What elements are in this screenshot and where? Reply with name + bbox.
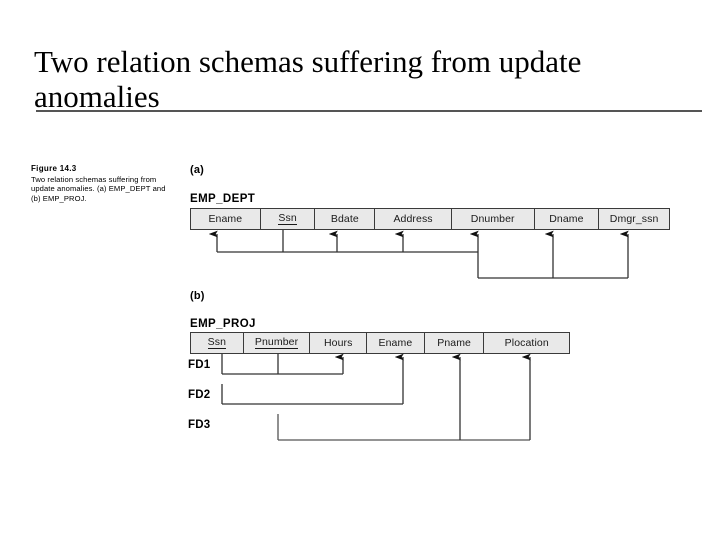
attr-cell-plocation: Plocation: [484, 333, 569, 353]
attr-label: Ename: [378, 337, 413, 349]
attr-label: Ename: [208, 213, 243, 225]
attr-label: Pname: [437, 337, 471, 349]
attr-cell-ename: Ename: [367, 333, 425, 353]
title-divider: [36, 110, 702, 112]
attr-cell-ssn: Ssn: [191, 333, 244, 353]
relation-name-emp-proj: EMP_PROJ: [190, 318, 256, 330]
fd-group-a-ssn: [208, 230, 479, 253]
attr-label: Plocation: [504, 337, 549, 349]
attr-label: Ssn: [278, 212, 297, 225]
attr-cell-dmgr-ssn: Dmgr_ssn: [599, 209, 669, 229]
figure-caption: Figure 14.3 Two relation schemas sufferi…: [31, 164, 176, 203]
attr-label: Ssn: [207, 336, 227, 349]
attr-cell-ename: Ename: [191, 209, 261, 229]
fd-group-a-dnumber: [477, 230, 629, 279]
fd-group-b-fd2: [221, 353, 404, 405]
fd-group-b-fd3: [277, 353, 531, 441]
schema-row-emp-dept: Ename Ssn Bdate Address Dnumber Dname Dm…: [190, 208, 670, 230]
schema-row-emp-proj: Ssn Pnumber Hours Ename Pname Plocation: [190, 332, 570, 354]
attr-label: Address: [393, 213, 433, 225]
attr-label: Dnumber: [470, 213, 515, 225]
attr-cell-pname: Pname: [424, 333, 485, 353]
attr-label: Dmgr_ssn: [609, 213, 659, 225]
relation-name-emp-dept: EMP_DEPT: [190, 193, 256, 205]
attr-cell-ssn: Ssn: [260, 209, 316, 229]
fd-label-fd2: FD2: [188, 389, 211, 401]
attr-cell-pnumber: Pnumber: [243, 333, 311, 353]
part-label-b: (b): [190, 290, 205, 302]
fd-label-fd1: FD1: [188, 359, 211, 371]
fd-label-fd3: FD3: [188, 419, 211, 431]
attr-label: Dname: [549, 213, 584, 225]
attr-cell-hours: Hours: [310, 333, 368, 353]
page-title: Two relation schemas suffering from upda…: [34, 44, 582, 114]
attr-cell-bdate: Bdate: [315, 209, 376, 229]
fd-group-b-fd1: [221, 353, 344, 375]
attr-label: Pnumber: [254, 336, 299, 349]
attr-label: Hours: [323, 337, 353, 349]
attr-label: Bdate: [330, 213, 359, 225]
figure-caption-text: Two relation schemas suffering from upda…: [31, 174, 166, 203]
attr-cell-dname: Dname: [534, 209, 600, 229]
attr-cell-address: Address: [375, 209, 452, 229]
figure-number: Figure 14.3: [31, 164, 77, 173]
part-label-a: (a): [190, 164, 205, 176]
attr-cell-dnumber: Dnumber: [451, 209, 535, 229]
